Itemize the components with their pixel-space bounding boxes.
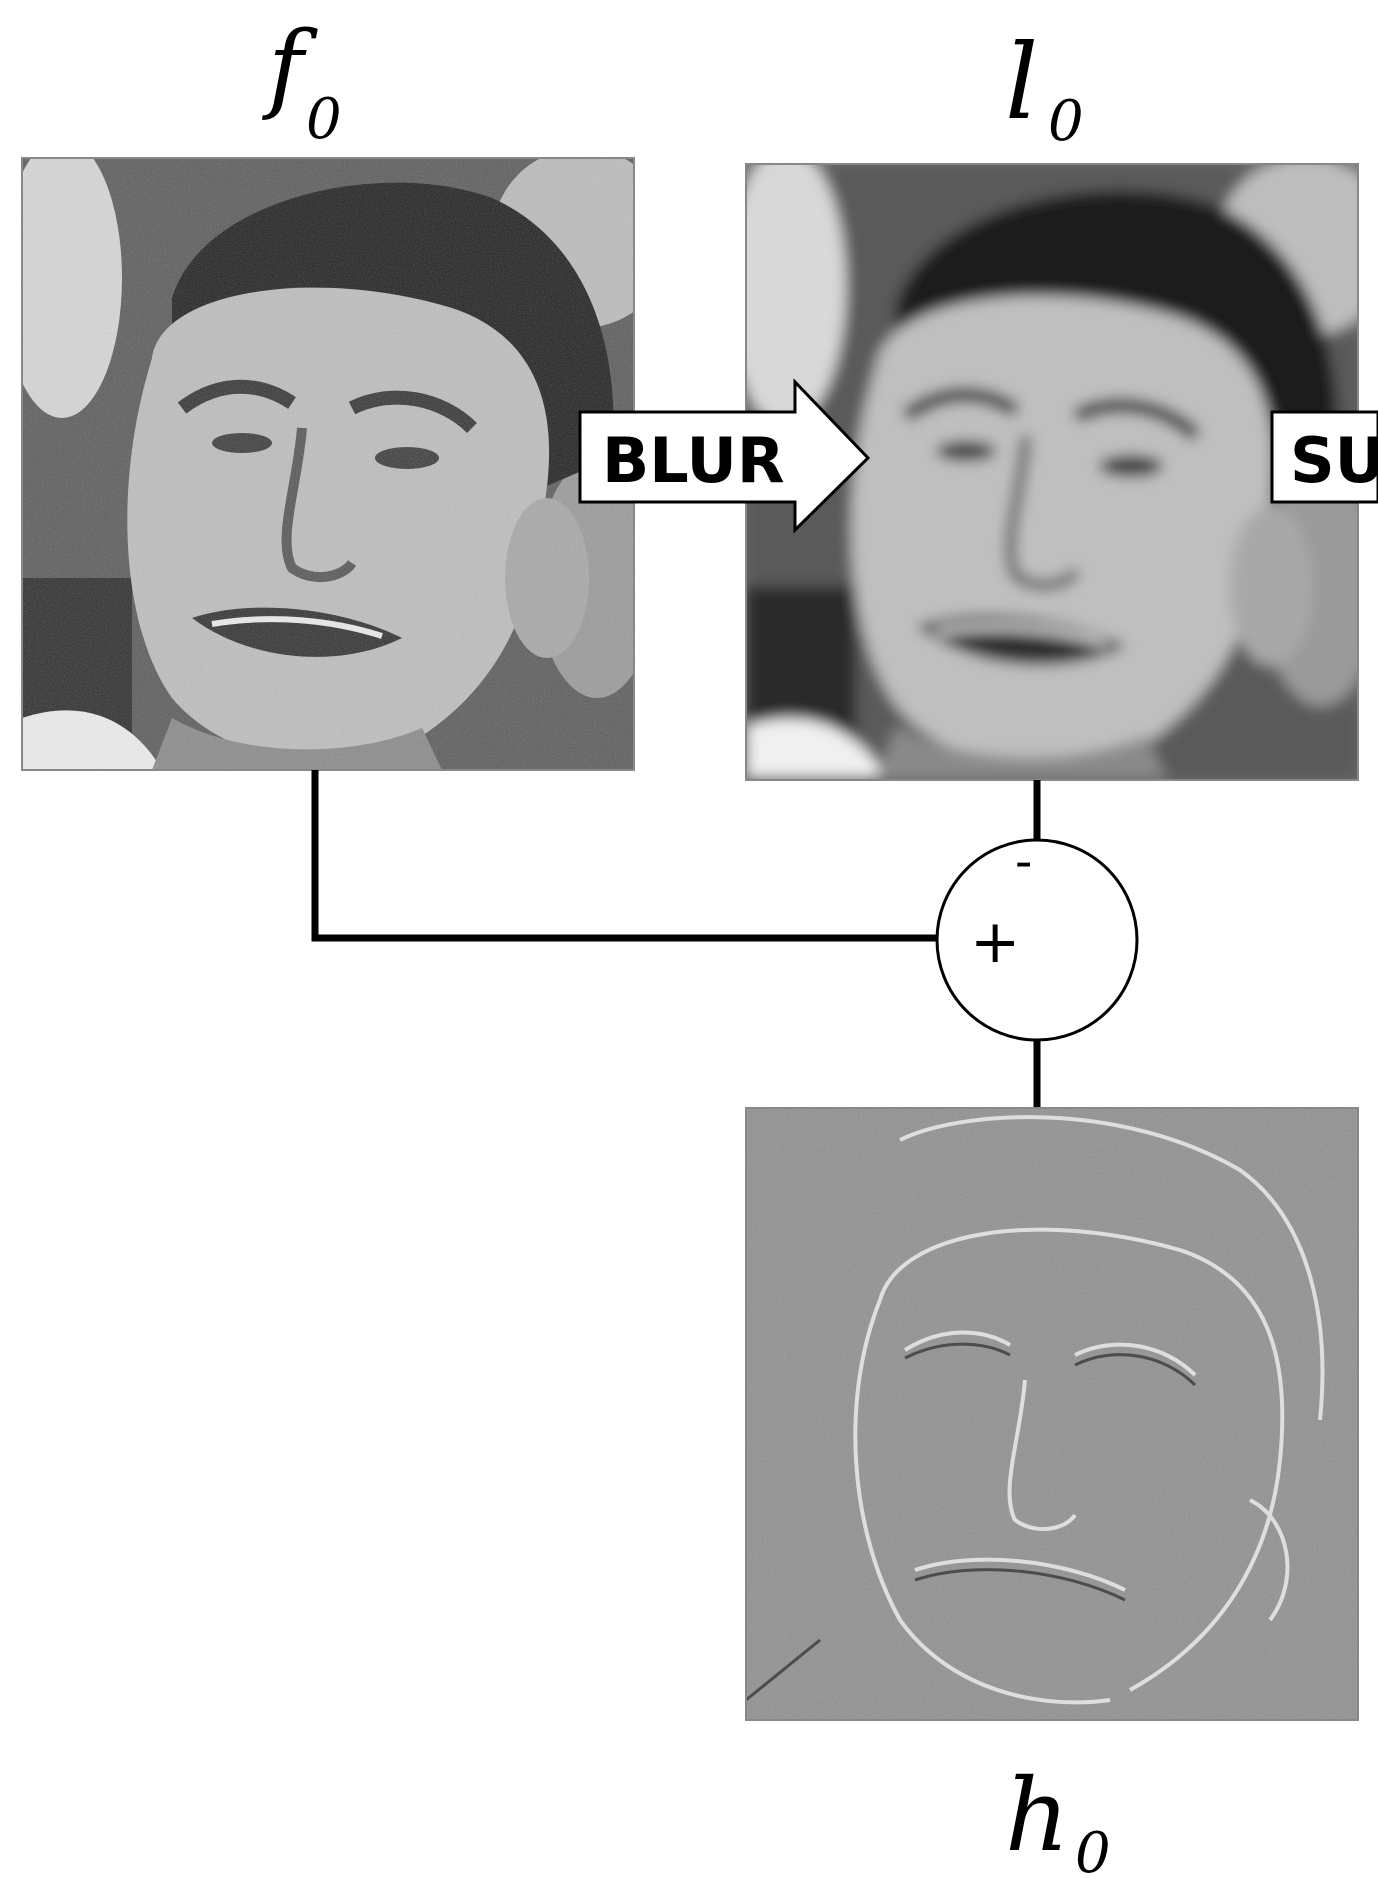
svg-text:0: 0 [1075, 1821, 1111, 1879]
svg-text:0: 0 [1048, 89, 1084, 154]
svg-text:0: 0 [306, 87, 342, 152]
minus-sign: - [1015, 834, 1032, 890]
svg-text:SU: SU [1290, 424, 1378, 497]
plus-sign: + [970, 907, 1020, 977]
label-f0: f 0 [262, 11, 342, 152]
original-image [2, 138, 672, 770]
label-h0: h 0 [1005, 1757, 1111, 1879]
summing-node: + - [937, 834, 1137, 1040]
connector-lines [315, 770, 1037, 1108]
label-l0: l 0 [1005, 21, 1084, 154]
svg-text:h: h [1005, 1757, 1069, 1874]
highpass-image [746, 1108, 1358, 1720]
subsample-arrow-clipped: SU [1272, 412, 1378, 502]
svg-text:BLUR: BLUR [602, 424, 785, 497]
svg-text:l: l [1005, 21, 1038, 143]
